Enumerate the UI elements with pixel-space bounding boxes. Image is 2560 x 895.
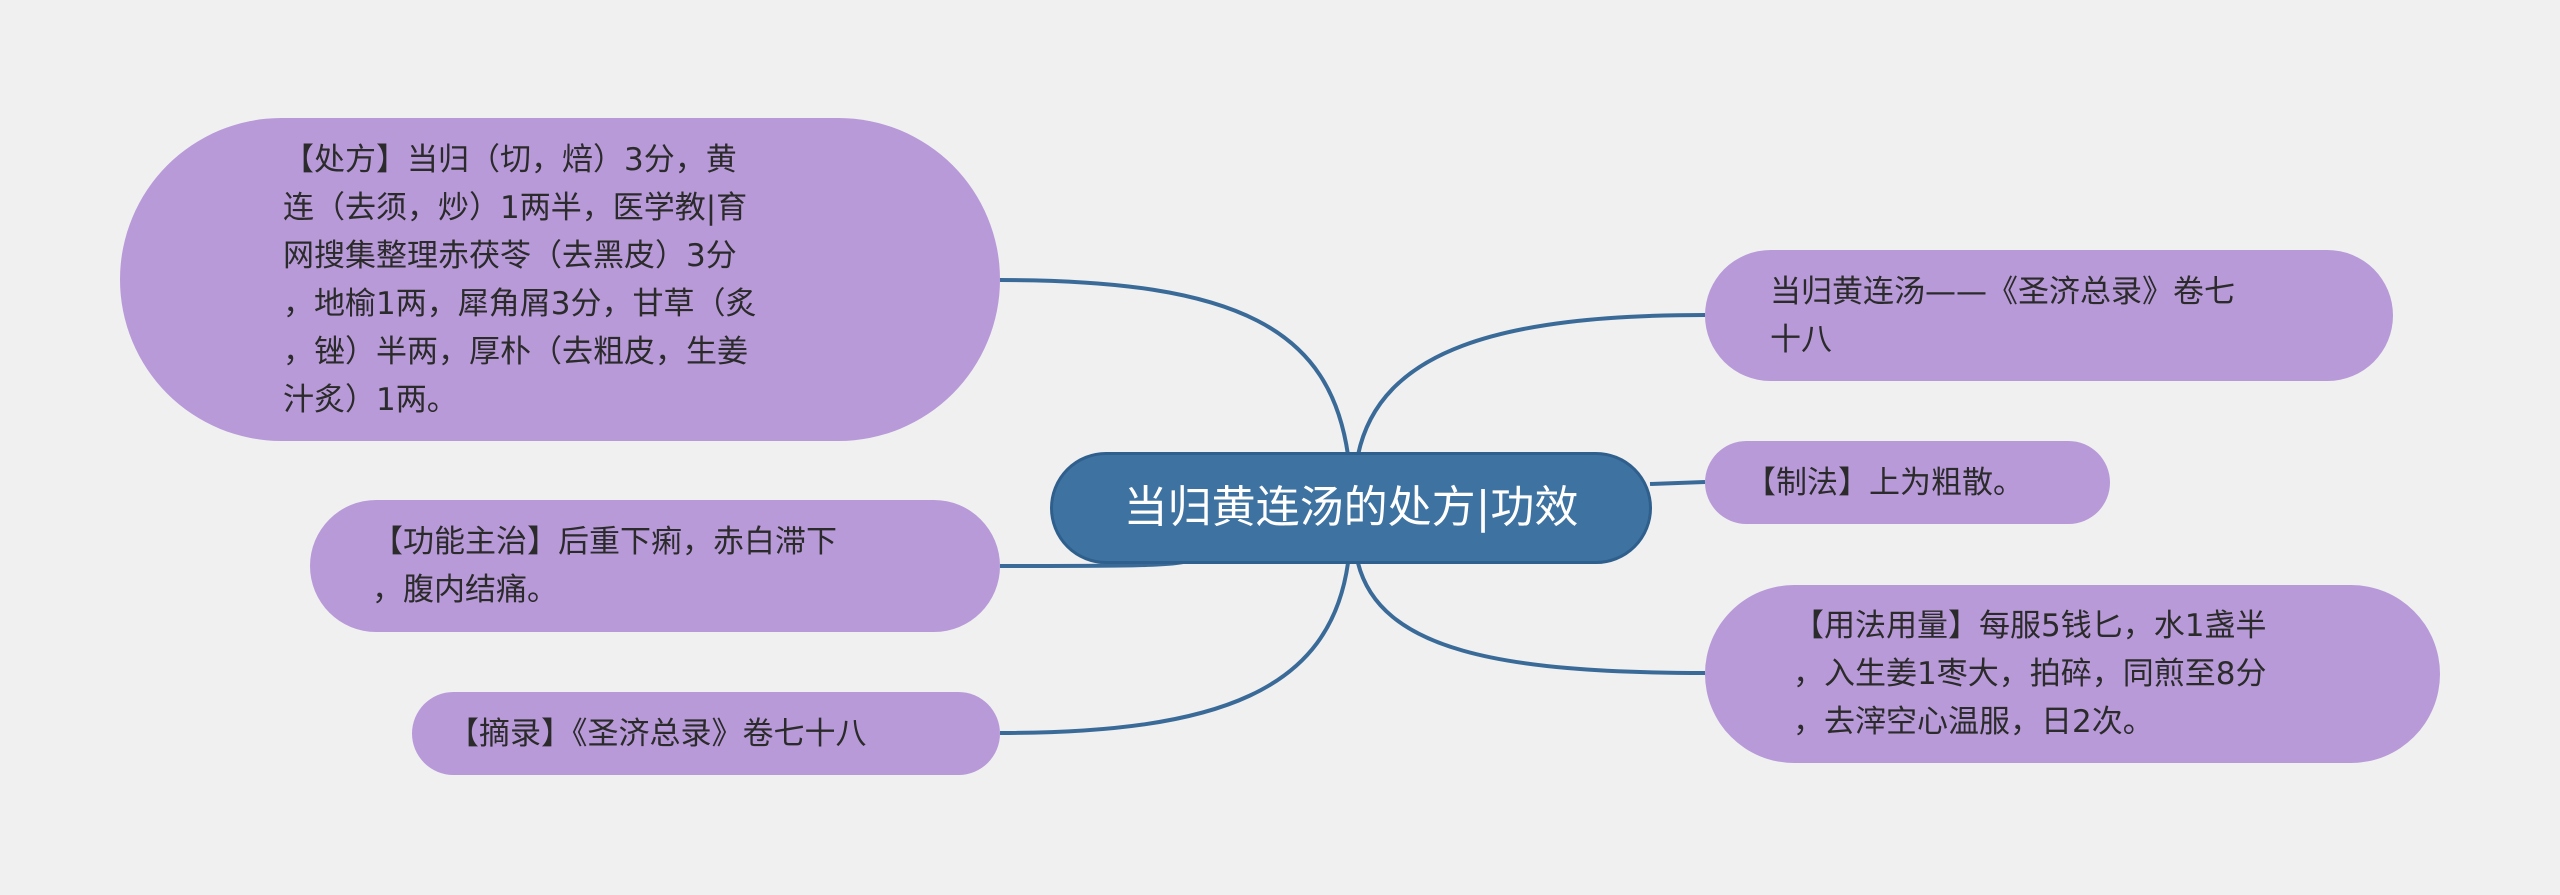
connector-prescription (999, 278, 1350, 456)
branch-source[interactable]: 当归黄连汤——《圣济总录》卷七 十八 (1705, 250, 2393, 381)
branch-prescription[interactable]: 【处方】当归（切，焙）3分，黄 连（去须，炒）1两半，医学教|育 网搜集整理赤茯… (120, 118, 1000, 441)
connector-usage (1356, 562, 1706, 675)
branch-source-text: 当归黄连汤——《圣济总录》卷七 十八 (1770, 273, 2235, 358)
root-topic[interactable]: 当归黄连汤的处方|功效 (1050, 452, 1652, 564)
branch-indications[interactable]: 【功能主治】后重下痢，赤白滞下 ，腹内结痛。 (310, 500, 1000, 632)
branch-indications-text: 【功能主治】后重下痢，赤白滞下 ，腹内结痛。 (372, 524, 837, 608)
branch-usage[interactable]: 【用法用量】每服5钱匕，水1盏半 ，入生姜1枣大，拍碎，同煎至8分 ，去滓空心温… (1705, 585, 2440, 763)
branch-usage-text: 【用法用量】每服5钱匕，水1盏半 ，入生姜1枣大，拍碎，同煎至8分 ，去滓空心温… (1793, 608, 2267, 740)
branch-preparation[interactable]: 【制法】上为粗散。 (1705, 441, 2110, 524)
branch-preparation-text: 【制法】上为粗散。 (1745, 464, 2024, 501)
connector-excerpt (999, 562, 1350, 735)
branch-excerpt[interactable]: 【摘录】《圣济总录》卷七十八 (412, 692, 1000, 775)
branch-prescription-text: 【处方】当归（切，焙）3分，黄 连（去须，炒）1两半，医学教|育 网搜集整理赤茯… (283, 141, 757, 418)
connector-preparation (1649, 480, 1706, 486)
connector-source (1356, 313, 1706, 456)
root-topic-label: 当归黄连汤的处方|功效 (1123, 482, 1579, 533)
branch-excerpt-text: 【摘录】《圣济总录》卷七十八 (448, 715, 867, 752)
